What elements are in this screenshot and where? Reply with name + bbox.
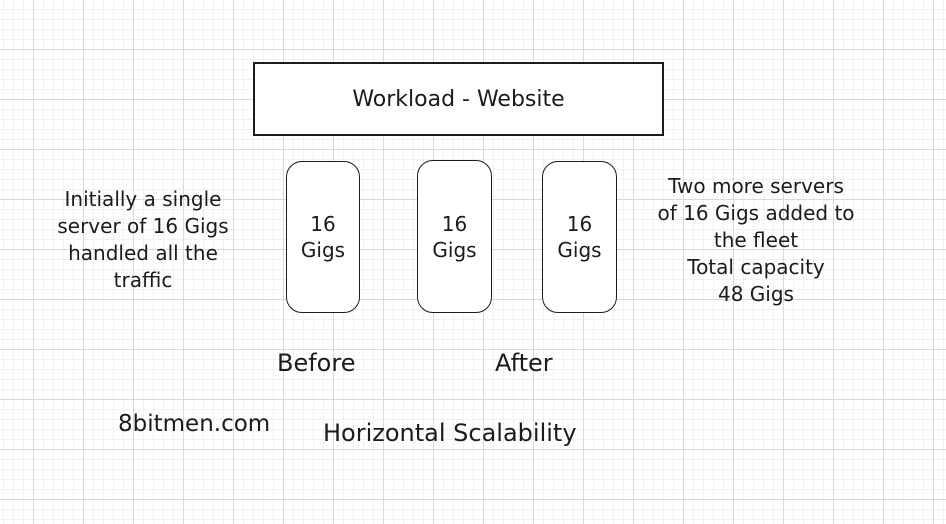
server-box-2: 16 Gigs <box>417 160 492 313</box>
right-note: Two more servers of 16 Gigs added to the… <box>657 174 855 306</box>
watermark: 8bitmen.com <box>118 411 271 437</box>
after-label: After <box>495 349 553 377</box>
workload-box: Workload - Website <box>253 62 664 136</box>
server-label-3: 16 Gigs <box>557 212 602 262</box>
diagram-caption: Horizontal Scalability <box>323 419 577 447</box>
server-label-1: 16 Gigs <box>300 212 346 262</box>
left-note: Initially a single server of 16 Gigs han… <box>57 187 229 292</box>
server-box-3: 16 Gigs <box>542 161 617 313</box>
workload-label: Workload - Website <box>352 86 565 112</box>
server-label-2: 16 Gigs <box>432 211 477 262</box>
server-box-1: 16 Gigs <box>286 161 360 313</box>
before-label: Before <box>277 349 356 377</box>
